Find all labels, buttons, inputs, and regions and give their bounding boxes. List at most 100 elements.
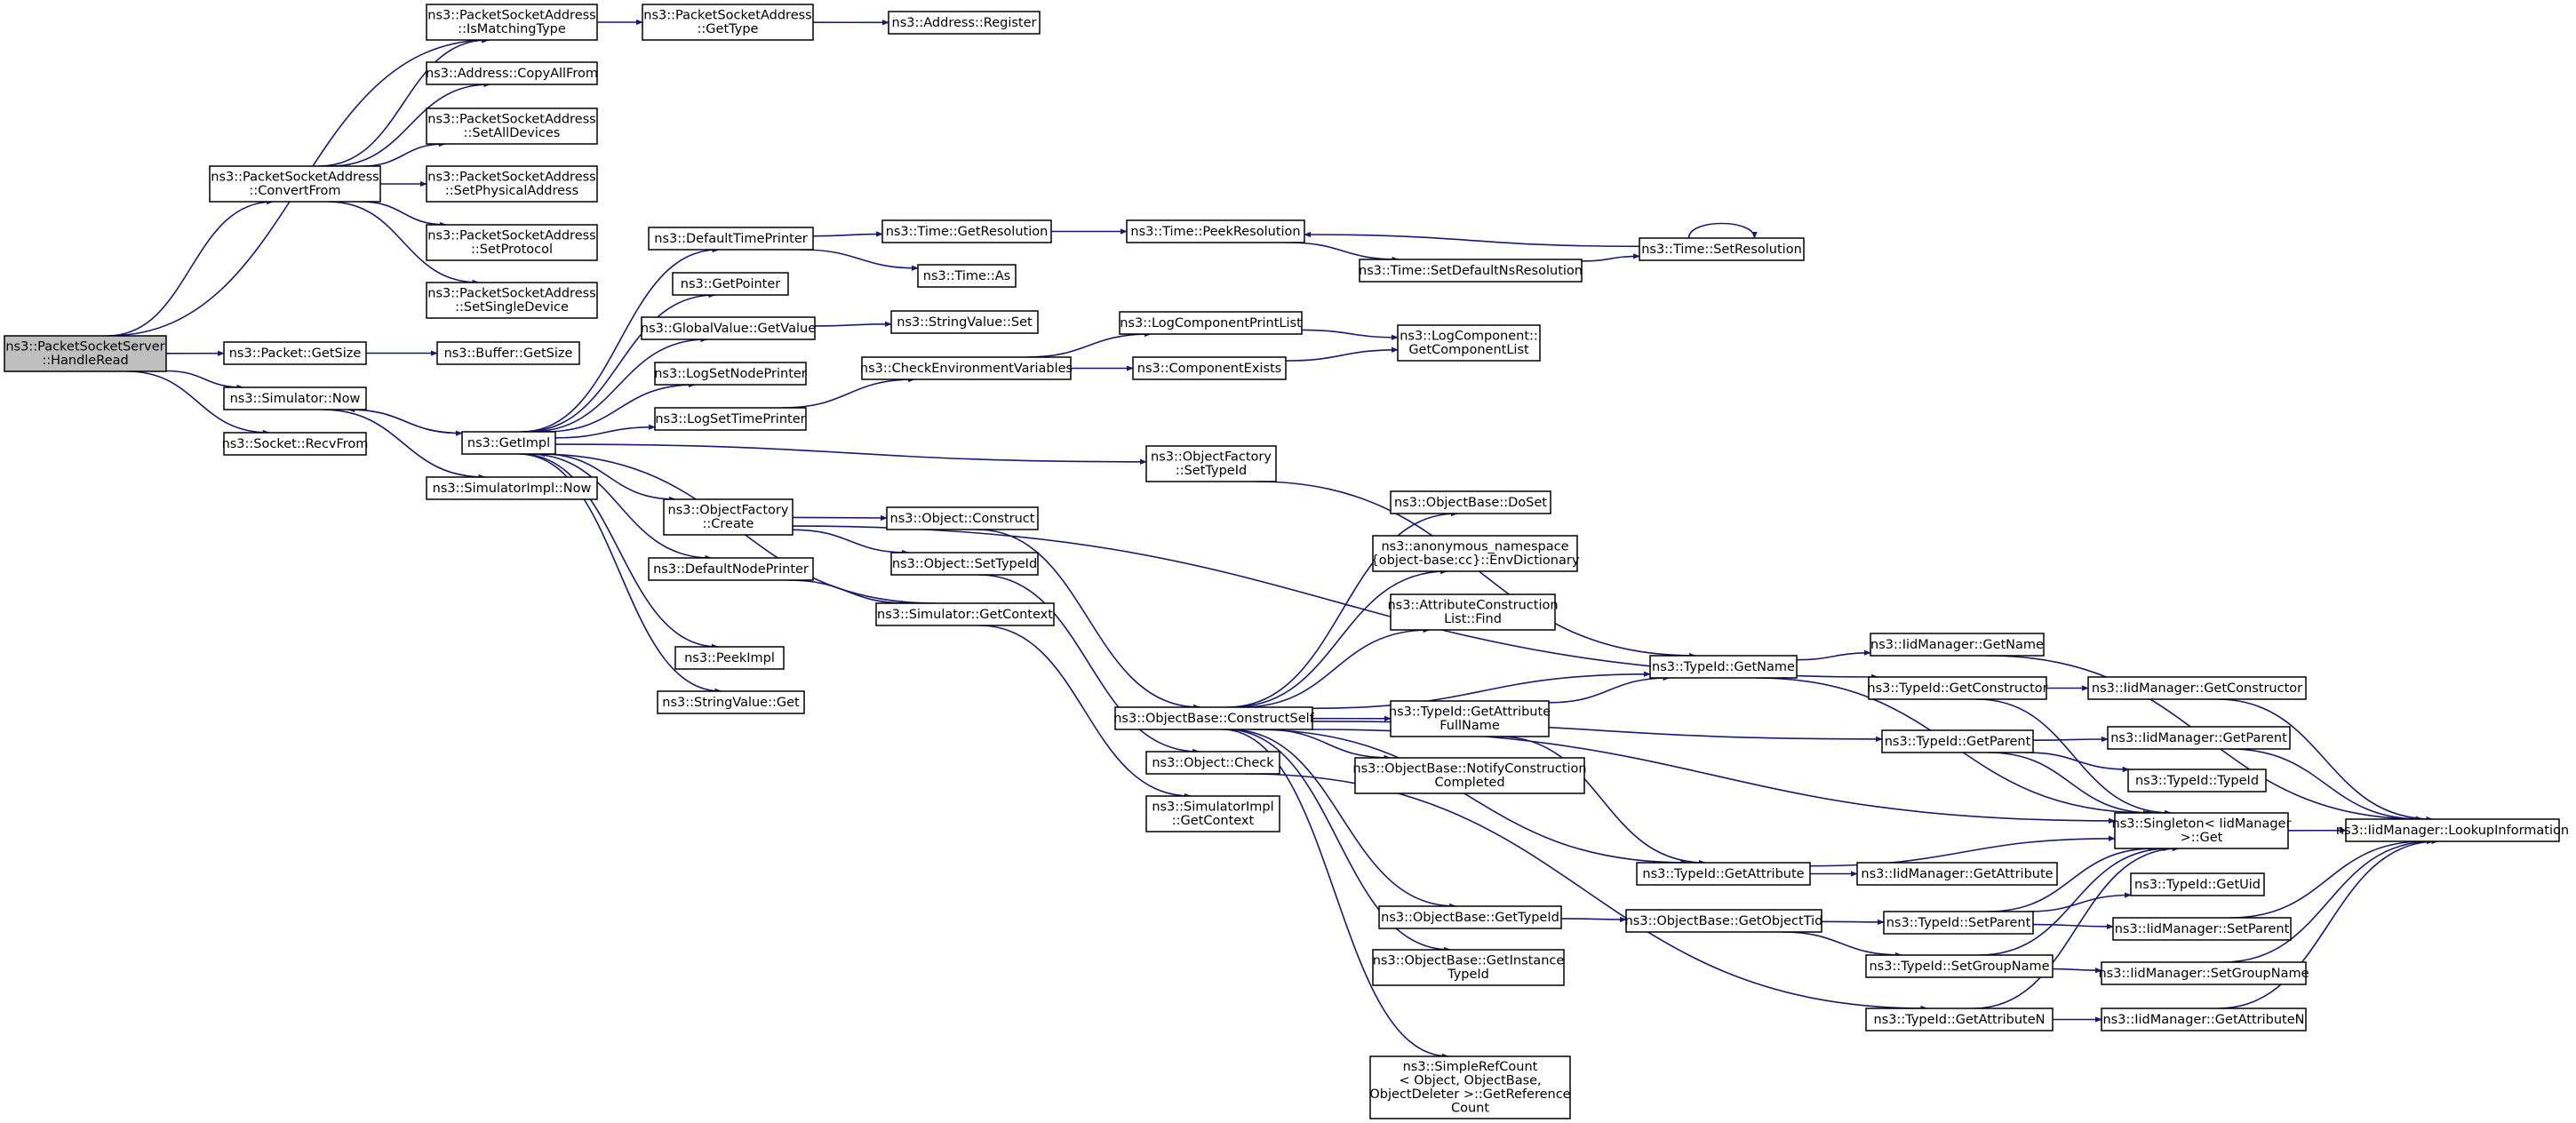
node-comp-exists[interactable]: ns3::ComponentExists [1132, 356, 1287, 380]
node-iid-getattr[interactable]: ns3::IidManager::GetAttribute [1856, 862, 2058, 886]
node-psa-convert[interactable]: ns3::PacketSocketAddress::ConvertFrom [209, 165, 381, 203]
node-sv-get[interactable]: ns3::StringValue::Get [657, 690, 805, 714]
node-label: ::SetPhysicalAddress [445, 184, 578, 198]
node-sim-now[interactable]: ns3::Simulator::Now [223, 386, 367, 410]
node-iid-getname[interactable]: ns3::IidManager::GetName [1870, 633, 2045, 657]
node-of-create[interactable]: ns3::ObjectFactory::Create [663, 498, 794, 536]
node-box [426, 108, 598, 145]
node-time-peekres[interactable]: ns3::Time::PeekResolution [1126, 219, 1305, 243]
node-label: ns3::Time::As [923, 269, 1010, 283]
node-def-time-printer[interactable]: ns3::DefaultTimePrinter [648, 227, 814, 251]
node-box [426, 165, 598, 203]
node-sim-getcontext[interactable]: ns3::Simulator::GetContext [875, 602, 1055, 626]
node-peekimpl[interactable]: ns3::PeekImpl [674, 646, 785, 670]
node-psa-gettype[interactable]: ns3::PacketSocketAddress::GetType [642, 4, 814, 41]
node-tid-getctor[interactable]: ns3::TypeId::GetConstructor [1867, 676, 2048, 700]
node-tid-getattrn[interactable]: ns3::TypeId::GetAttributeN [1865, 1008, 2054, 1031]
node-obj-settypeid[interactable]: ns3::Object::SetTypeId [890, 552, 1039, 576]
node-log-set-time[interactable]: ns3::LogSetTimePrinter [654, 407, 807, 431]
node-tid-setgroup[interactable]: ns3::TypeId::SetGroupName [1865, 954, 2054, 978]
node-psa-ismatch[interactable]: ns3::PacketSocketAddress::IsMatchingType [426, 4, 598, 41]
node-anon-envdict[interactable]: ns3::anonymous_namespace{object-base:cc}… [1371, 535, 1580, 572]
node-label: >::Get [2181, 831, 2223, 845]
node-gv-getvalue[interactable]: ns3::GlobalValue::GetValue [641, 316, 816, 340]
node-packet-getsize[interactable]: ns3::Packet::GetSize [223, 341, 367, 365]
node-label: ns3::Time::SetDefaultNsResolution [1359, 264, 1583, 278]
node-box [1372, 949, 1565, 986]
node-root[interactable]: ns3::PacketSocketServer::HandleRead [4, 335, 167, 372]
edge-tid_setgroup-to-iid_setgroup [2052, 967, 2102, 974]
edge-root-to-psa_convert [107, 198, 275, 337]
node-simimpl-now[interactable]: ns3::SimulatorImpl::Now [426, 476, 598, 500]
node-time-getres[interactable]: ns3::Time::GetResolution [881, 219, 1052, 243]
edge-tid_getattrfull-to-tid_getname [1548, 674, 1671, 704]
edge-root-to-sim_now [165, 370, 244, 391]
node-srefcount[interactable]: ns3::SimpleRefCount< Object, ObjectBase,… [1369, 1055, 1571, 1119]
node-check-env[interactable]: ns3::CheckEnvironmentVariables [860, 356, 1073, 380]
node-ob-getobjtid[interactable]: ns3::ObjectBase::GetObjectTid [1625, 909, 1823, 933]
node-label: ns3::SimpleRefCount [1403, 1060, 1538, 1074]
node-psa-setsingle[interactable]: ns3::PacketSocketAddress::SetSingleDevic… [426, 282, 598, 319]
node-tid-getname[interactable]: ns3::TypeId::GetName [1649, 655, 1798, 679]
edge-log_set_time-to-check_env [782, 376, 916, 409]
node-label: ns3::TypeId::GetConstructor [1867, 681, 2047, 696]
node-ob-gettypeid[interactable]: ns3::ObjectBase::GetTypeId [1378, 905, 1562, 929]
node-label: ns3::PacketSocketAddress [427, 171, 595, 185]
node-time-as[interactable]: ns3::Time::As [917, 264, 1017, 288]
node-obj-construct[interactable]: ns3::Object::Construct [886, 506, 1039, 530]
node-box [2345, 818, 2560, 842]
node-tid-getuid[interactable]: ns3::TypeId::GetUid [2130, 872, 2265, 896]
node-of-settypeid[interactable]: ns3::ObjectFactory::SetTypeId [1145, 445, 1277, 482]
node-box [426, 224, 598, 261]
node-ob-notify[interactable]: ns3::ObjectBase::NotifyConstructionCompl… [1352, 757, 1587, 794]
node-iid-getctor[interactable]: ns3::IidManager::GetConstructor [2087, 676, 2307, 700]
node-getpointer[interactable]: ns3::GetPointer [672, 272, 789, 296]
node-tid-setparent[interactable]: ns3::TypeId::SetParent [1883, 911, 2034, 935]
node-buffer-getsize[interactable]: ns3::Buffer::GetSize [436, 341, 580, 365]
node-tid-typeid[interactable]: ns3::TypeId::TypeId [2127, 769, 2267, 792]
node-addr-copyall[interactable]: ns3::Address::CopyAllFrom [426, 61, 598, 85]
node-label: ::IsMatchingType [458, 22, 566, 36]
node-log-comp-list[interactable]: ns3::LogComponent::GetComponentList [1397, 324, 1541, 362]
node-label: ns3::IidManager::LookupInformation [2336, 824, 2569, 838]
node-label: ns3::IidManager::GetName [1870, 638, 2044, 652]
node-socket-recv[interactable]: ns3::Socket::RecvFrom [222, 432, 369, 456]
node-sv-set[interactable]: ns3::StringValue::Set [890, 310, 1039, 334]
node-simimpl-getctx[interactable]: ns3::SimulatorImpl::GetContext [1145, 795, 1280, 832]
node-tid-getattr[interactable]: ns3::TypeId::GetAttribute [1636, 862, 1811, 886]
node-addr-register[interactable]: ns3::Address::Register [888, 11, 1041, 35]
edge-ob_constructself-to-ob_getinst [1224, 729, 1451, 953]
node-iid-getattrn[interactable]: ns3::IidManager::GetAttributeN [2101, 1008, 2307, 1031]
node-iid-lookup[interactable]: ns3::IidManager::LookupInformation [2336, 818, 2569, 842]
node-label: ns3::PacketSocketServer [5, 340, 164, 354]
node-time-setdefns[interactable]: ns3::Time::SetDefaultNsResolution [1359, 259, 1583, 283]
node-ob-constructself[interactable]: ns3::ObjectBase::ConstructSelf [1113, 706, 1315, 730]
node-psa-setproto[interactable]: ns3::PacketSocketAddress::SetProtocol [426, 224, 598, 261]
node-log-comp-print[interactable]: ns3::LogComponentPrintList [1119, 311, 1303, 335]
node-tid-getparent[interactable]: ns3::TypeId::GetParent [1881, 729, 2034, 753]
node-box [648, 227, 814, 251]
node-iid-getparent[interactable]: ns3::IidManager::GetParent [2107, 726, 2291, 750]
node-iid-setparent[interactable]: ns3::IidManager::SetParent [2112, 917, 2292, 941]
node-label: ns3::Simulator::Now [230, 392, 361, 406]
node-getimpl[interactable]: ns3::GetImpl [461, 431, 556, 455]
node-ob-doset[interactable]: ns3::ObjectBase::DoSet [1390, 490, 1551, 514]
node-psa-setall[interactable]: ns3::PacketSocketAddress::SetAllDevices [426, 108, 598, 145]
node-label: ns3::Time::GetResolution [886, 225, 1049, 239]
node-def-node-printer[interactable]: ns3::DefaultNodePrinter [648, 557, 814, 581]
node-time-setres[interactable]: ns3::Time::SetResolution [1639, 237, 1805, 261]
node-label: ns3::ObjectBase::GetTypeId [1381, 911, 1559, 925]
node-box [1145, 445, 1277, 482]
node-singleton-get[interactable]: ns3::Singleton< IidManager>::Get [2112, 812, 2292, 849]
node-label: ns3::TypeId::GetAttribute [1642, 867, 1804, 881]
node-psa-setphys[interactable]: ns3::PacketSocketAddress::SetPhysicalAdd… [426, 165, 598, 203]
node-box [1636, 862, 1811, 886]
node-iid-setgroup[interactable]: ns3::IidManager::SetGroupName [2098, 961, 2309, 985]
node-label: ns3::Time::PeekResolution [1130, 225, 1300, 239]
node-label: ::SetTypeId [1176, 464, 1247, 478]
node-obj-check[interactable]: ns3::Object::Check [1145, 751, 1280, 775]
node-log-set-node[interactable]: ns3::LogSetNodePrinter [654, 362, 807, 386]
